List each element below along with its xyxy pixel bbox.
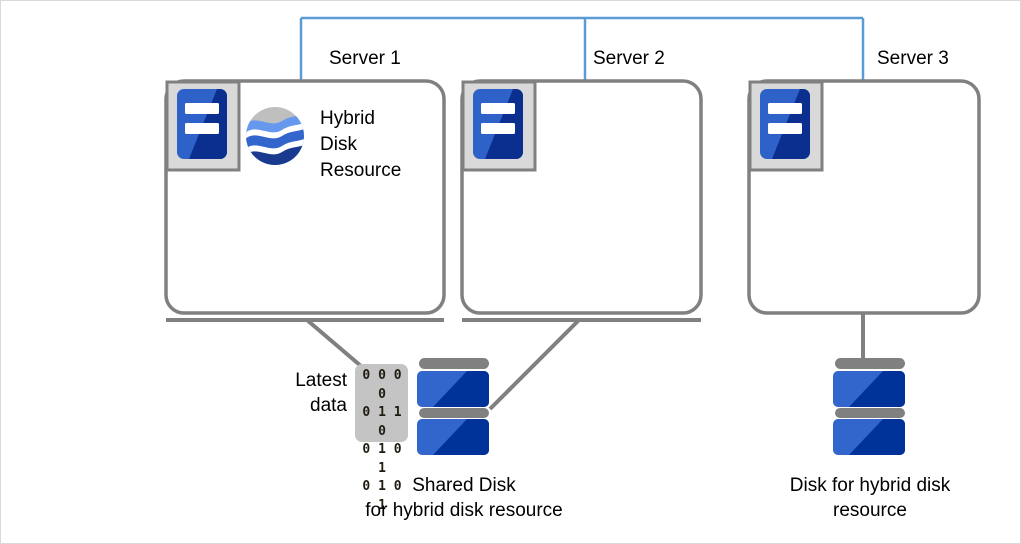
local-disk-icon: [833, 358, 905, 455]
latest-data-binary: 0 0 0 0 0 1 1 0 0 1 0 1 0 1 0 1: [359, 367, 405, 515]
globe-icon: [246, 107, 304, 165]
latest-data-label: Latest data: [295, 370, 347, 416]
binary-row: 0 1 1 0: [362, 405, 402, 439]
connector-lines: [166, 314, 865, 411]
connector-server-1-to-disk: [305, 318, 370, 374]
hybrid-disk-resource-label: Hybrid Disk Resource: [320, 108, 402, 181]
server-label-1: Server 1: [329, 48, 401, 69]
shared-disk-icon: [417, 358, 489, 455]
shared-disk-caption: Shared Disk for hybrid disk resource: [365, 475, 563, 521]
connector-server-2-to-disk: [488, 318, 581, 411]
server-icon-2: [461, 80, 537, 172]
local-disk-caption: Disk for hybrid disk resource: [789, 475, 951, 521]
binary-row: 0 1 0 1: [362, 479, 402, 513]
server-icon-3: [748, 80, 824, 172]
binary-row: 0 0 0 0: [362, 368, 402, 402]
server-label-3: Server 3: [877, 48, 949, 69]
network-bus: [299, 16, 865, 81]
binary-row: 0 1 0 1: [362, 442, 402, 476]
server-label-2: Server 2: [593, 48, 665, 69]
latest-data-icon: [355, 364, 408, 442]
server-icon-1: [165, 80, 241, 172]
